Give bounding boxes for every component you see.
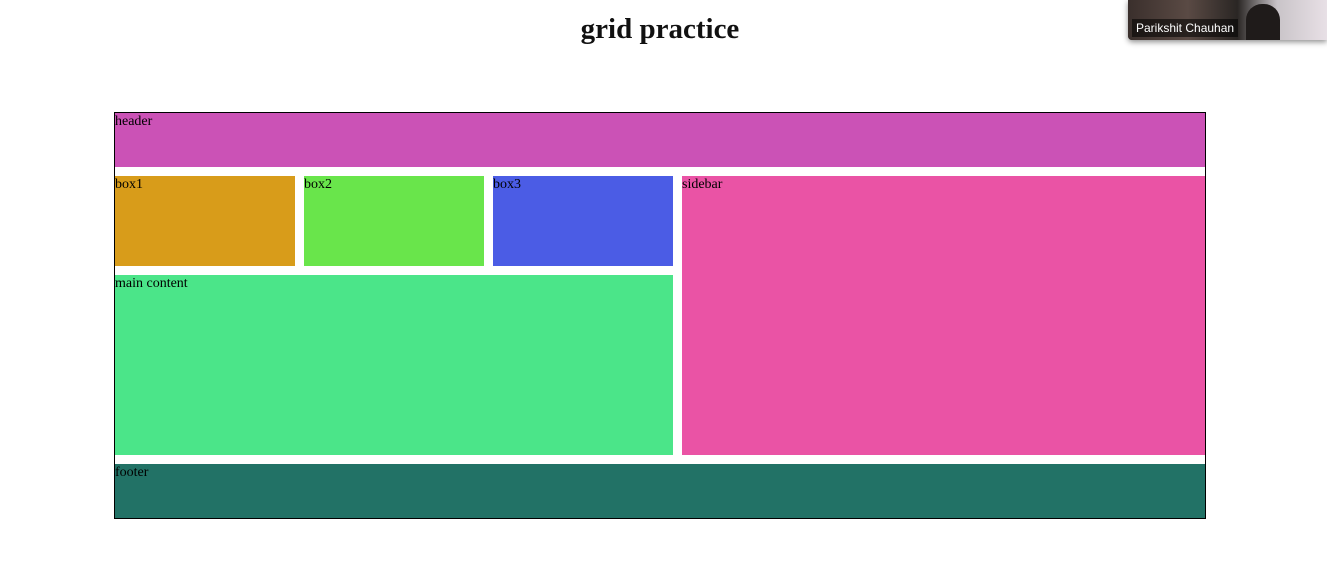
grid-sidebar: sidebar bbox=[682, 176, 1205, 455]
grid-box3: box3 bbox=[493, 176, 673, 266]
grid-main-content: main content bbox=[115, 275, 673, 455]
participant-video-tile[interactable]: Parikshit Chauhan bbox=[1128, 0, 1327, 40]
participant-name-label: Parikshit Chauhan bbox=[1132, 19, 1239, 37]
grid-container: header box1 box2 box3 sidebar main conte… bbox=[114, 112, 1206, 519]
grid-header: header bbox=[115, 113, 1205, 167]
page-title: grid practice bbox=[580, 13, 740, 45]
grid-footer: footer bbox=[115, 464, 1205, 518]
grid-box1: box1 bbox=[115, 176, 295, 266]
grid-box2: box2 bbox=[304, 176, 484, 266]
participant-silhouette bbox=[1246, 4, 1280, 40]
